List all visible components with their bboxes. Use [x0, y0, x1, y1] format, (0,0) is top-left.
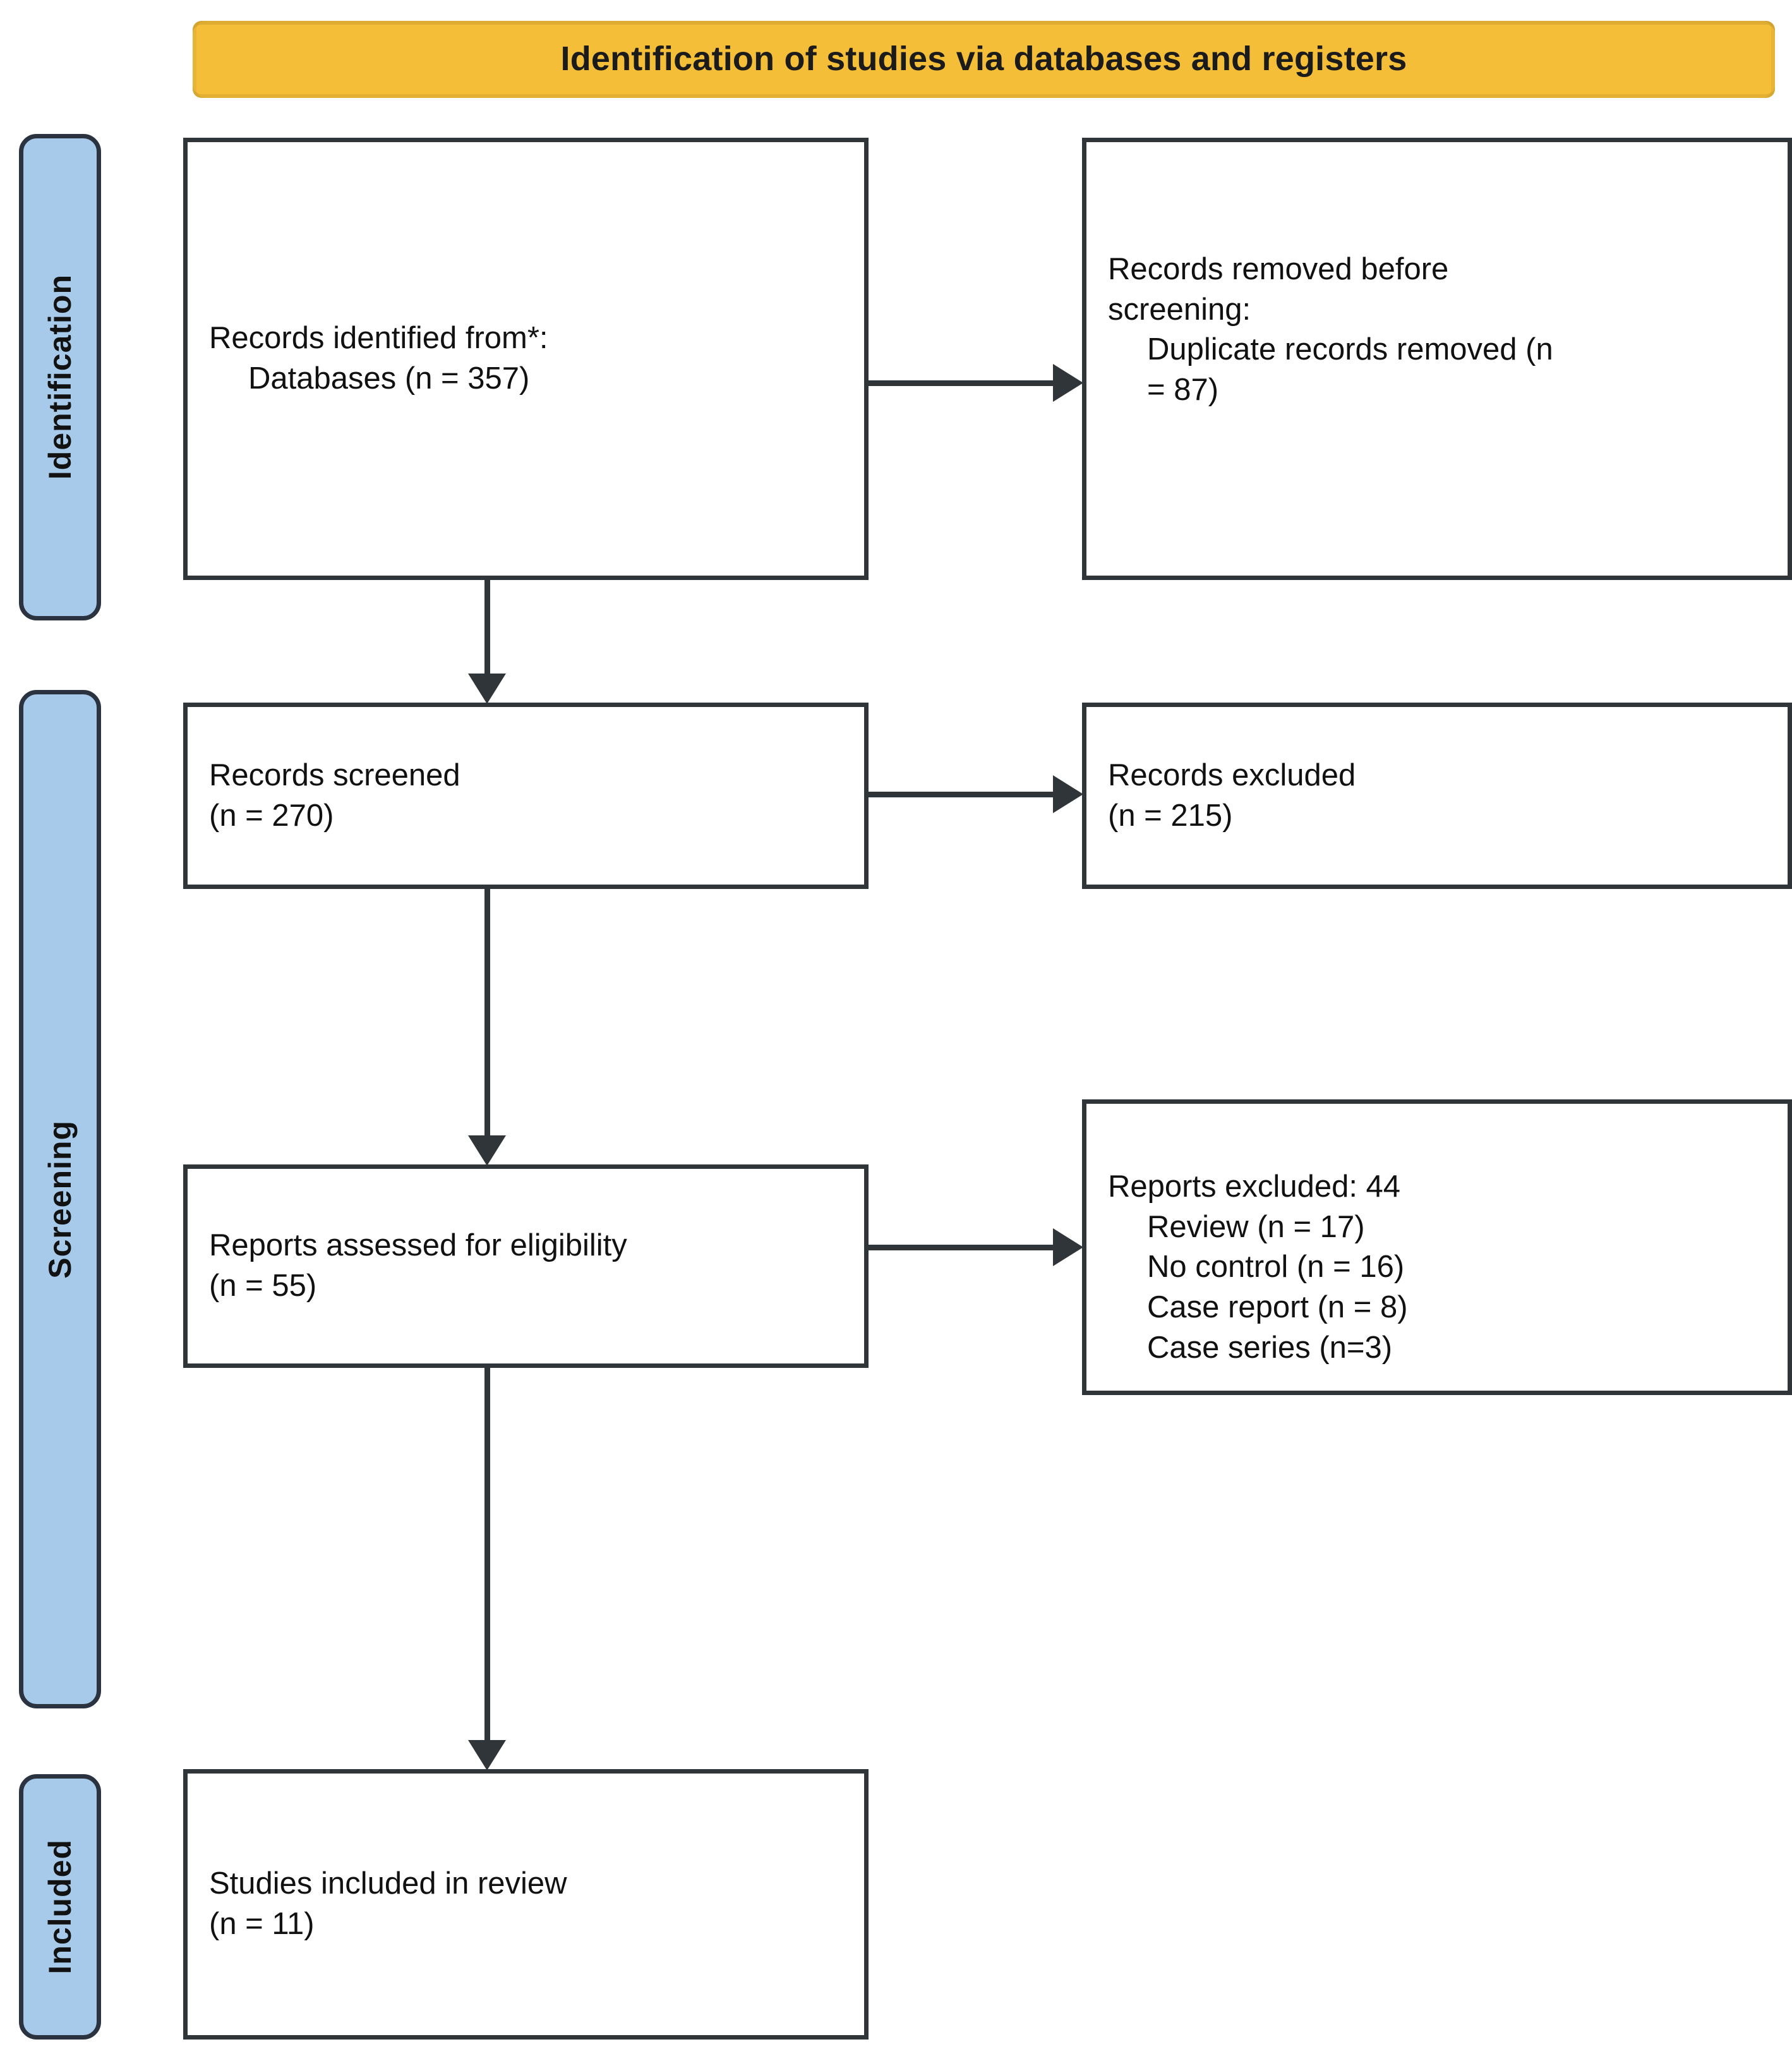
arrow-head — [468, 1135, 506, 1166]
records-removed-line2: screening: — [1108, 290, 1553, 330]
reports-excluded-item: No control (n = 16) — [1147, 1250, 1405, 1284]
reports-excluded-item: Case report (n = 8) — [1147, 1290, 1408, 1325]
phase-tab-included-label: Included — [42, 1839, 78, 1974]
box-records-screened: Records screened (n = 270) — [183, 703, 869, 889]
arrow-head — [468, 674, 506, 704]
arrow-head — [468, 1740, 506, 1770]
box-records-screened-body: Records screened (n = 270) — [209, 756, 843, 836]
box-studies-included-body: Studies included in review (n = 11) — [209, 1864, 843, 1944]
reports-excluded-item: Case series (n=3) — [1147, 1330, 1393, 1365]
studies-included-line2: (n = 11) — [209, 1907, 315, 1941]
records-removed-line3: Duplicate records removed (n — [1147, 332, 1553, 367]
arrow-shaft — [869, 380, 1055, 386]
box-records-removed-body: Records removed before screening: Duplic… — [1108, 250, 1553, 411]
arrow-eligibility-to-included-icon — [467, 1367, 507, 1770]
arrow-head — [1053, 1228, 1083, 1266]
arrow-eligibility-to-reports-excluded-icon — [869, 1228, 1083, 1267]
box-records-excluded: Records excluded (n = 215) — [1082, 703, 1792, 889]
arrow-shaft — [869, 1245, 1055, 1250]
arrow-shaft — [484, 888, 490, 1137]
box-reports-assessed-eligibility: Reports assessed for eligibility (n = 55… — [183, 1164, 869, 1368]
box-reports-excluded-body: Reports excluded: 44 Review (n = 17) No … — [1108, 1167, 1408, 1368]
arrow-identified-to-removed-icon — [869, 363, 1083, 402]
records-screened-line2: (n = 270) — [209, 798, 334, 833]
arrow-head — [1053, 364, 1083, 402]
phase-tab-identification-label: Identification — [42, 274, 78, 480]
reports-excluded-heading: Reports excluded: 44 — [1108, 1170, 1401, 1204]
phase-tab-included: Included — [19, 1774, 101, 2040]
phase-banner-title: Identification of studies via databases … — [560, 40, 1407, 78]
records-screened-line1: Records screened — [209, 758, 460, 792]
arrow-screened-to-eligibility-icon — [467, 888, 507, 1166]
box-reports-assessed-eligibility-body: Reports assessed for eligibility (n = 55… — [209, 1226, 843, 1306]
phase-tab-screening: Screening — [19, 690, 101, 1708]
box-reports-excluded: Reports excluded: 44 Review (n = 17) No … — [1082, 1099, 1792, 1395]
arrow-shaft — [869, 792, 1055, 797]
records-removed-line1-italic: before — [1361, 252, 1449, 286]
records-excluded-line2: (n = 215) — [1108, 798, 1233, 833]
records-identified-line2: Databases (n = 357) — [248, 361, 530, 396]
records-removed-line1-plain: Records removed — [1108, 252, 1361, 286]
reports-eligibility-line2: (n = 55) — [209, 1269, 317, 1303]
arrow-screened-to-excluded-icon — [869, 775, 1083, 814]
records-removed-line4: = 87) — [1147, 373, 1219, 408]
phase-tab-identification: Identification — [19, 134, 101, 620]
records-removed-line2-colon: : — [1242, 292, 1251, 327]
box-records-excluded-body: Records excluded (n = 215) — [1108, 756, 1766, 836]
arrow-identified-to-screened-icon — [467, 580, 507, 704]
records-removed-line2-italic: screening — [1108, 292, 1242, 327]
phase-banner-identification: Identification of studies via databases … — [193, 21, 1775, 98]
box-records-identified: Records identified from*: Databases (n =… — [183, 138, 869, 580]
box-records-removed: Records removed before screening: Duplic… — [1082, 138, 1792, 580]
box-studies-included: Studies included in review (n = 11) — [183, 1769, 869, 2040]
arrow-shaft — [484, 1367, 490, 1741]
phase-tab-screening-label: Screening — [42, 1120, 78, 1279]
arrow-shaft — [484, 580, 490, 675]
box-records-identified-body: Records identified from*: Databases (n =… — [209, 318, 843, 399]
reports-excluded-item: Review (n = 17) — [1147, 1209, 1365, 1244]
records-excluded-line1: Records excluded — [1108, 758, 1356, 792]
records-removed-line1: Records removed before — [1108, 250, 1553, 290]
studies-included-line1: Studies included in review — [209, 1866, 567, 1901]
reports-eligibility-line1: Reports assessed for eligibility — [209, 1228, 627, 1263]
records-identified-line1: Records identified from*: — [209, 321, 548, 356]
arrow-head — [1053, 775, 1083, 813]
